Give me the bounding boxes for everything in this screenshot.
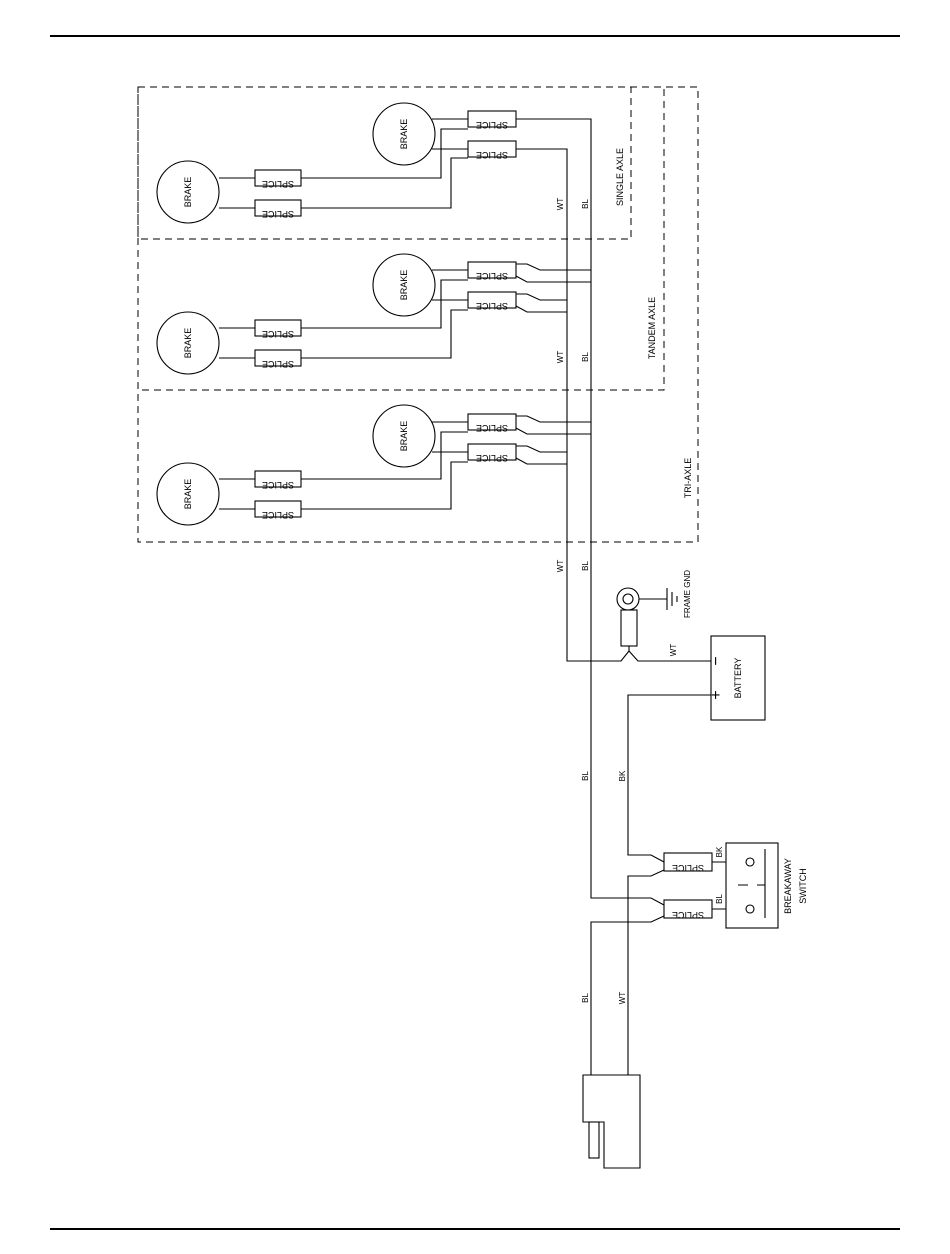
brake-label: BRAKE bbox=[183, 328, 193, 359]
trunk-wires-axles bbox=[516, 119, 591, 464]
trailer-plug-connector bbox=[583, 1075, 640, 1168]
splice-label: SPLICE bbox=[262, 510, 294, 520]
wire-label-bl: BL bbox=[715, 894, 724, 904]
brake-label: BRAKE bbox=[399, 119, 409, 150]
breakaway-switch: BREAKAWAY SWITCH bbox=[726, 843, 808, 928]
brake-tandem-right: BRAKE bbox=[373, 254, 435, 316]
brake-tandem-left: BRAKE bbox=[157, 312, 219, 374]
wire-color-labels: WT BL WT BL WT BL WT BL BK BK BL BL WT bbox=[556, 198, 724, 1005]
wire-label-bl: BL bbox=[581, 771, 590, 781]
splice-label: SPLICE bbox=[476, 453, 508, 463]
frame-gnd-label: FRAME GND bbox=[683, 570, 692, 618]
splice-boxes: SPLICE SPLICE SPLICE SPLICE SPLICE SPLIC… bbox=[255, 111, 712, 920]
splice-label: SPLICE bbox=[262, 329, 294, 339]
ground-icon bbox=[667, 588, 677, 610]
wire-label-bl: BL bbox=[581, 993, 590, 1003]
brake-tri-left: BRAKE bbox=[157, 463, 219, 525]
brake-label: BRAKE bbox=[183, 479, 193, 510]
wire-label-bk: BK bbox=[715, 846, 724, 857]
brake-label: BRAKE bbox=[399, 421, 409, 452]
wire-label-bl: BL bbox=[581, 352, 590, 362]
splice-label: SPLICE bbox=[476, 423, 508, 433]
splice-label: SPLICE bbox=[476, 271, 508, 281]
battery-label: BATTERY bbox=[733, 658, 743, 699]
splice-label: SPLICE bbox=[672, 910, 704, 920]
wire-label-bk: BK bbox=[618, 770, 627, 781]
breakaway-label-line1: BREAKAWAY bbox=[783, 858, 793, 914]
splice-label: SPLICE bbox=[476, 120, 508, 130]
wire-label-wt: WT bbox=[556, 198, 565, 211]
splice-label: SPLICE bbox=[476, 301, 508, 311]
bk-battery-wire bbox=[628, 695, 711, 862]
brake-single-left: BRAKE bbox=[157, 161, 219, 223]
tri-axle-label: TRI-AXLE bbox=[683, 458, 693, 499]
wire-label-wt: WT bbox=[618, 992, 627, 1005]
battery: − + BATTERY bbox=[708, 636, 765, 720]
splice-label: SPLICE bbox=[262, 359, 294, 369]
splice-label: SPLICE bbox=[672, 863, 704, 873]
battery-positive-symbol: + bbox=[708, 690, 725, 699]
brake-single-right: BRAKE bbox=[373, 103, 435, 165]
brake-label: BRAKE bbox=[183, 177, 193, 208]
brake-label: BRAKE bbox=[399, 270, 409, 301]
splice-label: SPLICE bbox=[476, 150, 508, 160]
wire-label-wt: WT bbox=[669, 644, 678, 657]
battery-negative-symbol: − bbox=[708, 656, 725, 665]
wire-label-bl: BL bbox=[581, 561, 590, 571]
frame-ground-terminal bbox=[617, 588, 667, 651]
wire-label-bl: BL bbox=[581, 199, 590, 209]
splice-label: SPLICE bbox=[262, 209, 294, 219]
tandem-axle-label: TANDEM AXLE bbox=[647, 297, 657, 359]
brake-tri-right: BRAKE bbox=[373, 405, 435, 467]
splice-label: SPLICE bbox=[262, 179, 294, 189]
splice-label: SPLICE bbox=[262, 480, 294, 490]
wire-label-wt: WT bbox=[556, 351, 565, 364]
single-axle-label: SINGLE AXLE bbox=[615, 148, 625, 206]
breakaway-label-line2: SWITCH bbox=[798, 868, 808, 904]
wt-plug-wire bbox=[628, 870, 664, 1075]
wire-label-wt: WT bbox=[556, 560, 565, 573]
